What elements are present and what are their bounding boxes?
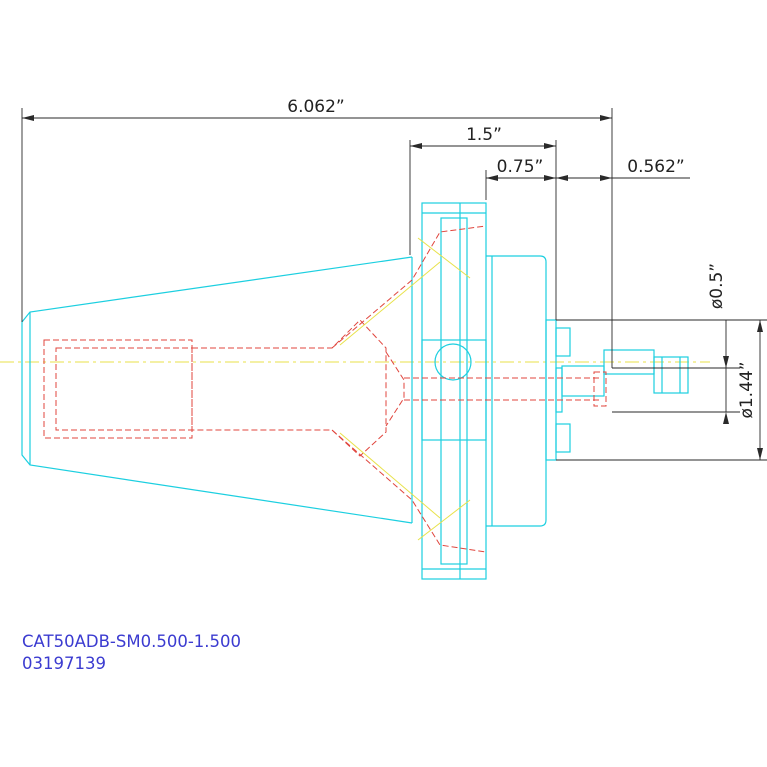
part-number: CAT50ADB-SM0.500-1.500 bbox=[22, 632, 241, 651]
dim-projection: 0.562” bbox=[627, 157, 684, 177]
dim-flange-offset: 0.75” bbox=[497, 157, 544, 177]
cutting-tool bbox=[561, 349, 689, 397]
dim-overall-length: 6.062” bbox=[287, 97, 344, 117]
dim-body-diameter: ø1.44” bbox=[737, 361, 757, 418]
flange bbox=[421, 202, 487, 580]
dim-bore-diameter: ø0.5” bbox=[707, 263, 727, 309]
dim-flange-width: 1.5” bbox=[466, 125, 502, 145]
serial-number: 03197139 bbox=[22, 654, 106, 673]
holder-body bbox=[486, 255, 571, 527]
construction-lines bbox=[339, 237, 471, 541]
taper-shank bbox=[21, 256, 413, 524]
dimension-lines bbox=[21, 108, 767, 461]
internal-bore bbox=[43, 225, 607, 553]
